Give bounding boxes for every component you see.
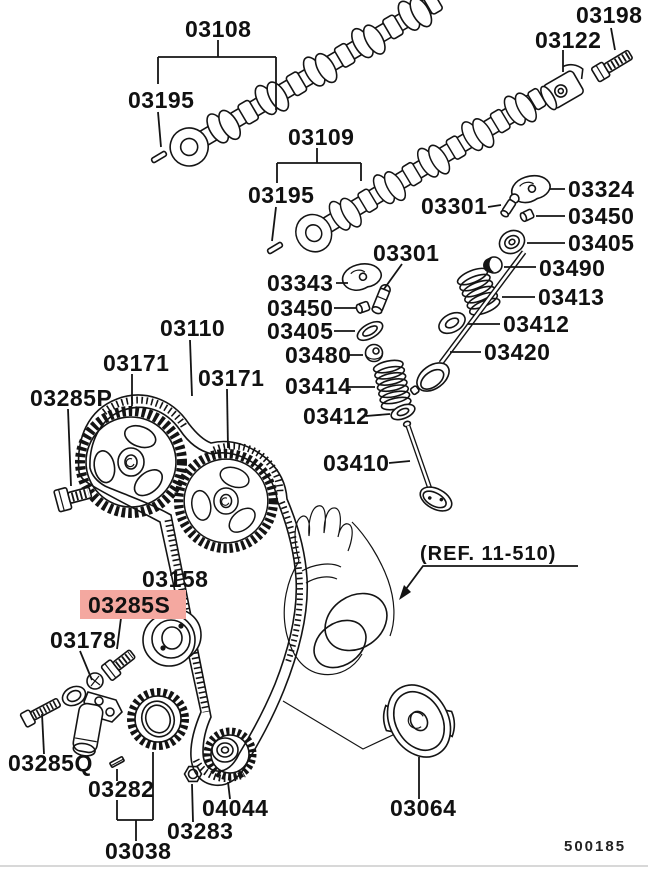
part-label-03413[interactable]: 03413 <box>538 284 604 310</box>
part-label-03405a[interactable]: 03405 <box>568 230 634 256</box>
adjusting-screw-drawing-right <box>500 193 520 218</box>
dowel-pin-drawing-2 <box>266 241 284 255</box>
part-label-03405b[interactable]: 03405 <box>267 318 333 344</box>
part-label-03412a[interactable]: 03412 <box>503 311 569 337</box>
tensioner-arm-drawing <box>61 672 123 757</box>
tensioner-pulley-drawing <box>142 608 202 667</box>
part-label-03480[interactable]: 03480 <box>285 342 351 368</box>
crank-flange-drawing <box>282 684 456 758</box>
ref-note-arrow <box>399 565 578 600</box>
valve-drawing-mid <box>402 420 453 512</box>
arm-stud-bolt-drawing <box>19 698 61 728</box>
part-label-03343[interactable]: 03343 <box>267 270 333 296</box>
part-label-03038[interactable]: 03038 <box>105 838 171 864</box>
crank-sprocket-drawing <box>127 688 189 750</box>
part-label-03108[interactable]: 03108 <box>185 16 251 42</box>
part-label-03158[interactable]: 03158 <box>142 566 208 592</box>
valve-spring-drawing-mid <box>372 359 412 411</box>
spring-seat-drawing-right <box>438 311 466 335</box>
part-label-03122[interactable]: 03122 <box>535 27 601 53</box>
part-label-03285P[interactable]: 03285P <box>30 385 112 411</box>
spring-seat-drawing-mid <box>390 403 416 421</box>
adjusting-nut-drawing-right <box>518 208 536 224</box>
crank-key-drawing <box>109 756 125 768</box>
dowel-pin-drawing-1 <box>150 150 168 164</box>
part-label-03195a[interactable]: 03195 <box>128 87 194 113</box>
part-label-03490[interactable]: 03490 <box>539 255 605 281</box>
part-label-03410[interactable]: 03410 <box>323 450 389 476</box>
part-label-04044[interactable]: 04044 <box>202 795 268 821</box>
cam-sprocket-bolt-drawing <box>53 486 93 513</box>
part-label-03171a[interactable]: 03171 <box>103 350 169 376</box>
spring-retainer-drawing-right <box>498 229 526 255</box>
part-label-03282[interactable]: 03282 <box>88 776 154 802</box>
part-label-03301b[interactable]: 03301 <box>373 240 439 266</box>
part-label-03324[interactable]: 03324 <box>568 176 634 202</box>
timing-belt-drawing <box>77 394 309 787</box>
valve-drawing-right <box>409 250 527 396</box>
part-label-03178[interactable]: 03178 <box>50 627 116 653</box>
part-label-03285Q[interactable]: 03285Q <box>8 750 93 776</box>
valve-keeper-drawing-mid <box>364 343 384 363</box>
tensioner-bolt-drawing <box>100 649 136 681</box>
part-label-03109[interactable]: 03109 <box>288 124 354 150</box>
part-label-03450a[interactable]: 03450 <box>568 203 634 229</box>
part-label-03283[interactable]: 03283 <box>167 818 233 844</box>
cam-position-sensor-drawing <box>540 63 584 111</box>
valve-keeper-drawing-right <box>483 256 503 274</box>
cam-sprocket-drawing-1 <box>80 411 182 513</box>
part-label-03285S[interactable]: 03285S <box>88 592 170 618</box>
lash-adjuster-drawing-mid <box>371 284 391 315</box>
part-label-03420[interactable]: 03420 <box>484 339 550 365</box>
adjusting-nut-drawing-mid <box>354 300 372 315</box>
part-label-03414[interactable]: 03414 <box>285 373 351 399</box>
highlight-03285S <box>80 590 186 619</box>
part-label-03195b[interactable]: 03195 <box>248 182 314 208</box>
part-label-03198[interactable]: 03198 <box>576 2 642 28</box>
sensor-bolt-drawing <box>590 49 633 83</box>
part-label-03110[interactable]: 03110 <box>160 315 225 341</box>
part-label-03171b[interactable]: 03171 <box>198 365 264 391</box>
part-label-03064[interactable]: 03064 <box>390 795 456 821</box>
part-label-03450b[interactable]: 03450 <box>267 295 333 321</box>
engine-mount-sketch <box>283 505 395 676</box>
part-label-03412b[interactable]: 03412 <box>303 403 369 429</box>
ref-note-label: (REF. 11-510) <box>420 543 556 565</box>
spring-retainer-drawing-mid <box>356 320 384 342</box>
drawing-number: 500185 <box>564 838 626 855</box>
part-label-03301a[interactable]: 03301 <box>421 193 487 219</box>
